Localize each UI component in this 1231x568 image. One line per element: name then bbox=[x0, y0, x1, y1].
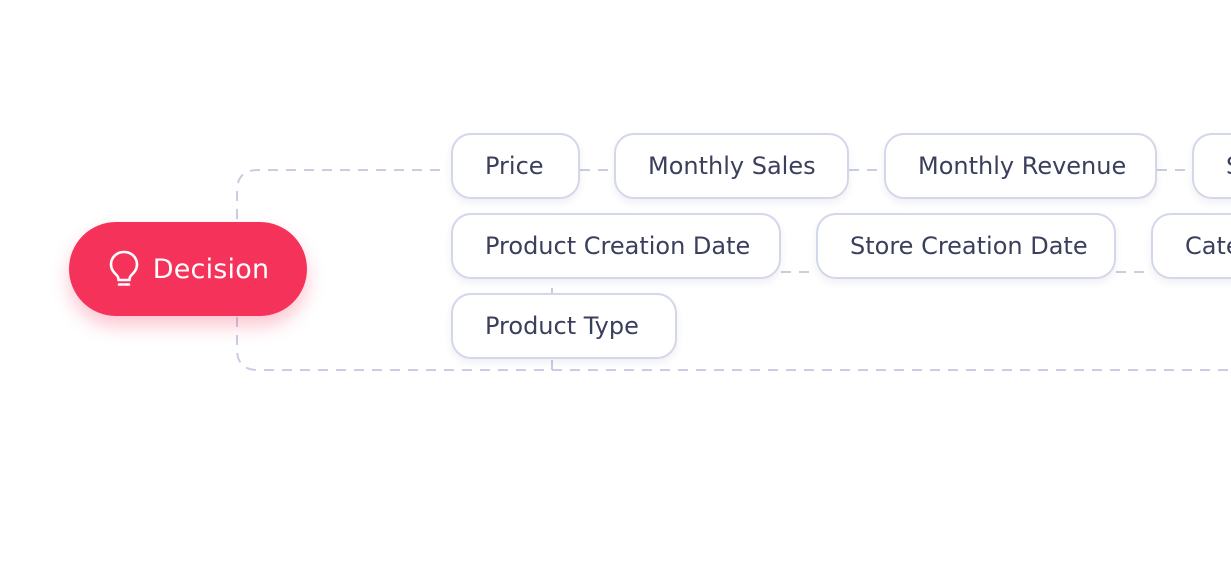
decision-label: Decision bbox=[152, 253, 270, 285]
chip-monthly-revenue[interactable]: Monthly Revenue bbox=[884, 133, 1157, 199]
chip-product-type[interactable]: Product Type bbox=[451, 293, 677, 359]
lightbulb-icon bbox=[107, 249, 141, 289]
chip-monthly-sales[interactable]: Monthly Sales bbox=[614, 133, 849, 199]
decision-node[interactable]: Decision bbox=[69, 222, 307, 316]
chip-price[interactable]: Price bbox=[451, 133, 580, 199]
chip-partial-row1[interactable]: S bbox=[1192, 133, 1231, 199]
chip-product-creation-date[interactable]: Product Creation Date bbox=[451, 213, 781, 279]
chip-store-creation-date[interactable]: Store Creation Date bbox=[816, 213, 1116, 279]
chip-partial-row2[interactable]: Cate bbox=[1151, 213, 1231, 279]
